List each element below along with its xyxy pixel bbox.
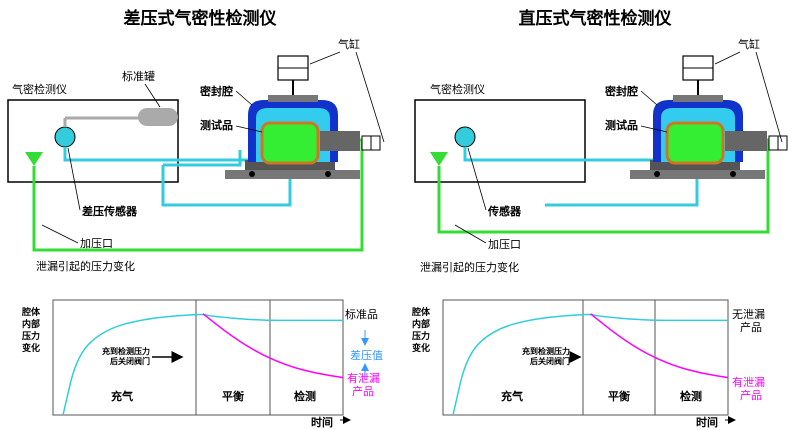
series-standard-line — [62, 313, 343, 416]
std-tank — [138, 108, 178, 126]
svg-text:变化: 变化 — [412, 342, 430, 354]
phase-detect: 检测 — [680, 389, 702, 403]
svg-text:变化: 变化 — [22, 342, 40, 354]
seal-chamber-label: 密封腔 — [605, 84, 638, 98]
svg-text:后关闭阀门: 后关闭阀门 — [530, 356, 570, 366]
base-plate — [630, 170, 765, 179]
left-diagram: 差压式气密性检测仪 气密检测仪 标准罐 差压传感器 加压口 泄漏引起的压力变化 — [7, 8, 385, 273]
std-tank-leader — [144, 83, 161, 108]
diff-sensor — [54, 126, 76, 148]
legend-noleak-line2: 产品 — [740, 320, 762, 334]
phase-charge: 充气 — [111, 389, 133, 403]
caption: 泄漏引起的压力变化 — [36, 259, 135, 273]
std-tank-label: 标准罐 — [122, 69, 155, 83]
phase-balance: 平衡 — [222, 389, 244, 403]
chart-frame — [52, 299, 344, 416]
svg-text:压力: 压力 — [412, 330, 430, 342]
port-label: 加压口 — [488, 238, 521, 251]
sensor-label: 差压传感器 — [82, 204, 138, 218]
phase-balance: 平衡 — [608, 389, 630, 403]
sensor-label: 传感器 — [487, 204, 522, 218]
annotation-1: 充到检测压力 — [102, 346, 150, 356]
base-plate — [225, 170, 360, 179]
svg-text:后关闭阀门: 后关闭阀门 — [110, 356, 150, 366]
right-title: 直压式气密性检测仪 — [519, 8, 673, 29]
xlabel: 时间 — [696, 415, 718, 429]
cyan-tube — [63, 147, 292, 207]
legend-leak-line2: 产品 — [352, 384, 374, 398]
pressure-port-icon — [430, 152, 448, 166]
legend-leak-line2: 产品 — [740, 388, 762, 402]
svg-text:压力: 压力 — [22, 330, 40, 342]
xlabel: 时间 — [311, 415, 333, 429]
legend-standard: 标准品 — [345, 307, 378, 321]
legend-leak-line1: 有泄漏 — [732, 375, 765, 389]
instrument-box — [414, 99, 586, 183]
series-noleak-line — [452, 313, 728, 416]
svg-text:内部: 内部 — [412, 318, 430, 330]
right-chart: 腔体 内部 压力 变化 充气 平衡 检测 时间 充到检测压力 后关闭阀门 无泄漏… — [411, 299, 765, 429]
svg-text:内部: 内部 — [22, 318, 40, 330]
seal-chamber-label: 密封腔 — [200, 84, 233, 98]
test-part-label: 测试品 — [200, 118, 233, 132]
cylinder-label: 气缸 — [738, 37, 760, 51]
cylinder-label: 气缸 — [338, 37, 360, 51]
left-title: 差压式气密性检测仪 — [124, 8, 278, 29]
pressure-port-icon — [25, 152, 43, 166]
side-piston — [320, 131, 360, 151]
phase-detect: 检测 — [294, 389, 316, 403]
side-piston — [725, 131, 767, 151]
instrument-label: 气密检测仪 — [430, 82, 485, 96]
phase-charge: 充气 — [501, 389, 523, 403]
annotation-1: 充到检测压力 — [522, 346, 570, 356]
ylabel-1: 腔体 — [21, 306, 41, 318]
diff-label: 差压值 — [350, 348, 383, 362]
legend-noleak-line1: 无泄漏 — [732, 308, 765, 321]
left-chart: 腔体 内部 压力 变化 充气 平衡 检测 时间 充到检测压力 后关闭阀门 标准品… — [21, 299, 383, 429]
series-leak-line — [202, 313, 344, 379]
series-leak-line — [590, 313, 729, 379]
test-part — [260, 121, 320, 165]
right-diagram: 直压式气密性检测仪 气密检测仪 传感器 加压口 泄漏引起的压力变化 气缸 密封腔… — [414, 8, 788, 274]
test-part — [665, 121, 725, 165]
instrument-label: 气密检测仪 — [12, 82, 67, 96]
ylabel-1: 腔体 — [411, 306, 431, 318]
port-label: 加压口 — [80, 237, 113, 250]
sensor — [454, 126, 476, 148]
test-part-label: 测试品 — [605, 118, 638, 132]
caption: 泄漏引起的压力变化 — [420, 260, 519, 274]
chart-frame — [442, 299, 729, 416]
legend-leak-line1: 有泄漏 — [347, 371, 380, 385]
